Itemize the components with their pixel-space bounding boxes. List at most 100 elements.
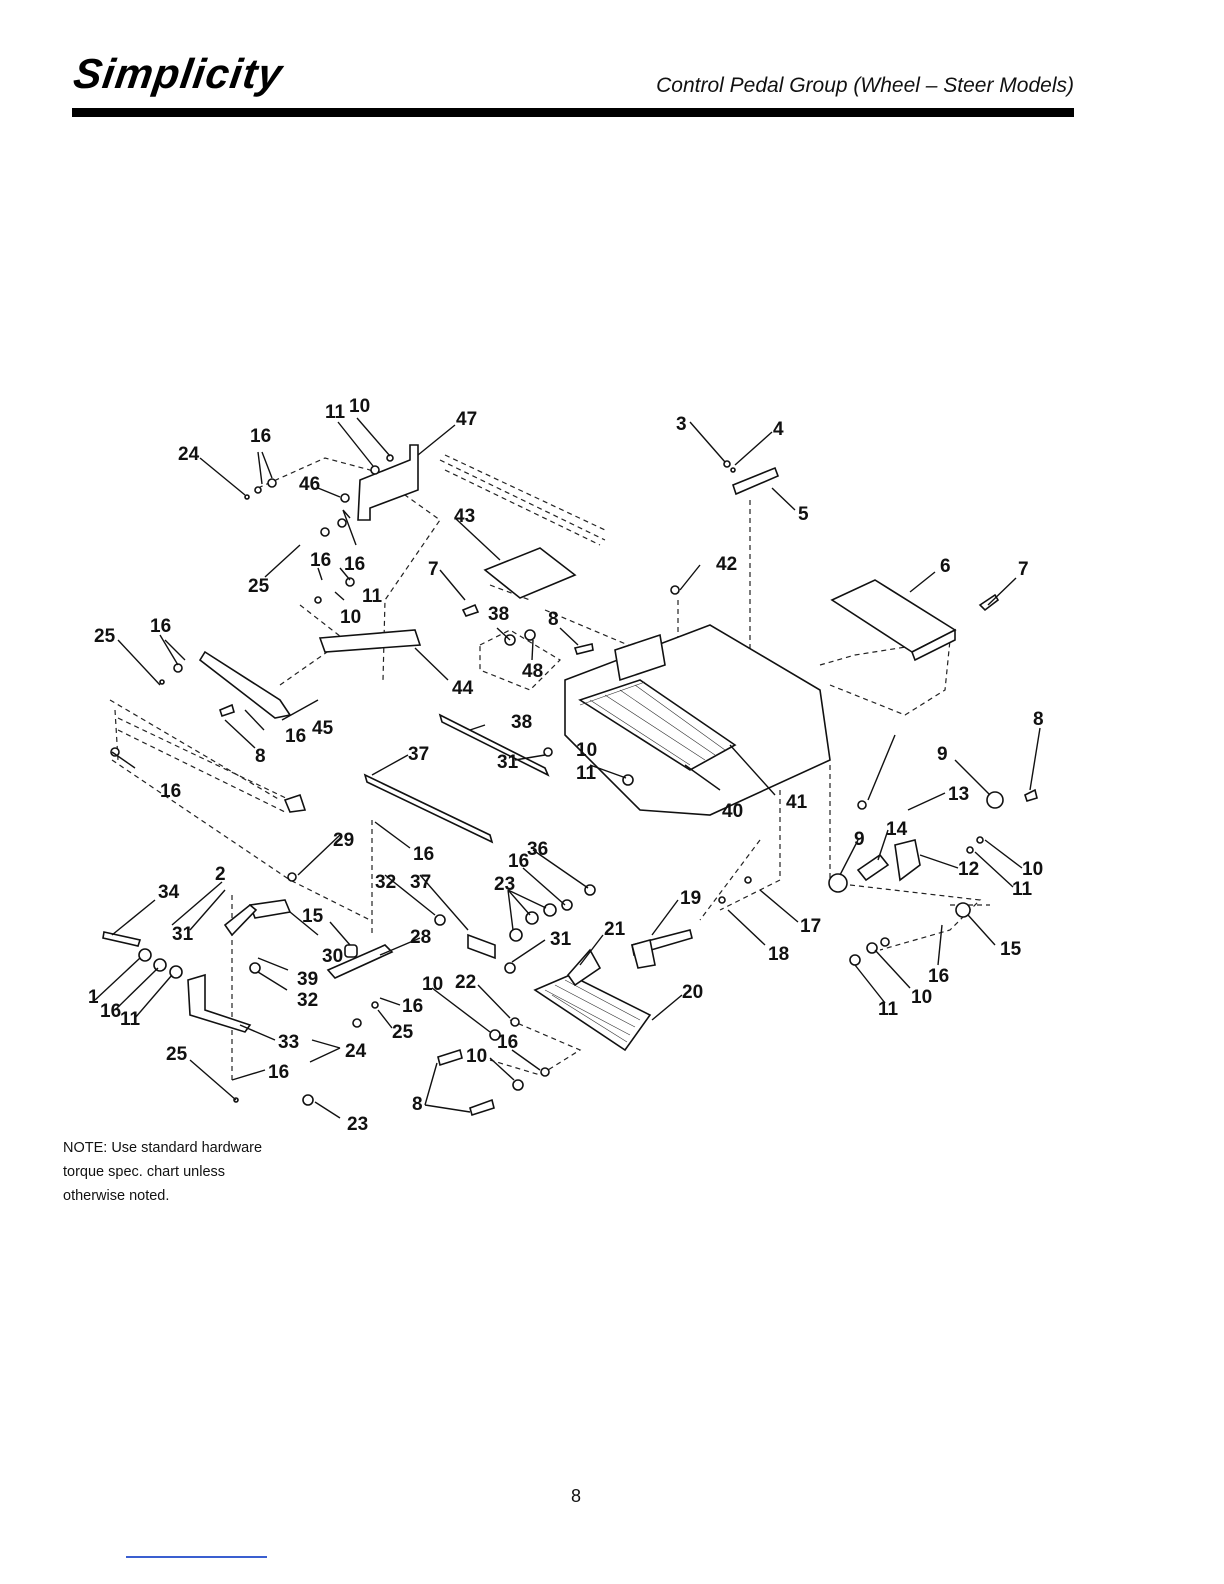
bracket-46 xyxy=(357,444,419,521)
bar-43 xyxy=(318,629,422,653)
callout: 31 xyxy=(497,752,519,773)
callout: 30 xyxy=(322,946,343,967)
callout: 9 xyxy=(937,744,948,765)
bracket-12 xyxy=(894,839,921,882)
callout: 16 xyxy=(413,844,434,865)
section-title: Control Pedal Group (Wheel – Steer Model… xyxy=(656,74,1074,97)
callout: 16 xyxy=(508,851,529,872)
callout: 14 xyxy=(886,819,908,840)
callout: 4 xyxy=(773,419,784,440)
callout: 25 xyxy=(94,626,116,647)
page-number: 8 xyxy=(570,1486,581,1506)
callout: 19 xyxy=(680,888,701,909)
callout: 34 xyxy=(158,882,180,903)
callout: 22 xyxy=(455,972,476,993)
footer-line xyxy=(126,1556,267,1558)
callout: 16 xyxy=(344,554,365,575)
plate-42 xyxy=(483,547,577,599)
parts xyxy=(102,444,1038,1117)
callout: 39 xyxy=(297,969,318,990)
callout: 2 xyxy=(215,864,226,885)
callout: 23 xyxy=(494,874,515,895)
callout: 33 xyxy=(278,1032,299,1053)
callout: 32 xyxy=(297,990,318,1011)
callout: 11 xyxy=(878,999,899,1020)
callout: 11 xyxy=(120,1009,141,1030)
callout: 10 xyxy=(911,987,932,1008)
pedal-20 xyxy=(533,974,652,1052)
callout: 16 xyxy=(285,726,306,747)
callout: 38 xyxy=(488,604,509,625)
callout: 8 xyxy=(548,609,559,630)
callout: 16 xyxy=(150,616,171,637)
callout: 18 xyxy=(768,944,789,965)
callout: 21 xyxy=(604,919,626,940)
callout: 16 xyxy=(250,426,271,447)
note-line-1: NOTE: Use standard hardware xyxy=(63,1140,263,1156)
torque-note: NOTE: Use standard hardware torque spec.… xyxy=(63,1136,303,1208)
callout: 47 xyxy=(456,409,477,430)
callout: 11 xyxy=(325,402,346,423)
callout: 16 xyxy=(160,781,181,802)
note-line-3: otherwise noted. xyxy=(63,1188,170,1204)
callout: 6 xyxy=(940,556,951,577)
callout: 20 xyxy=(682,982,703,1003)
callout: 25 xyxy=(248,576,270,597)
callout: 8 xyxy=(255,746,266,767)
callout: 16 xyxy=(310,550,331,571)
callout: 37 xyxy=(410,872,431,893)
part-9-lower xyxy=(828,873,848,893)
callout: 31 xyxy=(550,929,572,950)
callout: 31 xyxy=(172,924,194,945)
callout: 25 xyxy=(166,1044,188,1065)
bar-5 xyxy=(732,466,780,496)
bracket-32 xyxy=(187,973,252,1033)
note-line-2: torque spec. chart unless xyxy=(63,1164,226,1180)
callout: 40 xyxy=(722,801,743,822)
callout: 10 xyxy=(349,396,370,417)
callout: 29 xyxy=(333,830,354,851)
callout: 16 xyxy=(497,1032,518,1053)
callout: 10 xyxy=(1022,859,1043,880)
callout: 16 xyxy=(100,1001,121,1022)
callout: 24 xyxy=(178,444,200,465)
callout: 5 xyxy=(798,504,809,525)
mesh-39 xyxy=(578,679,737,771)
callout: 42 xyxy=(716,554,737,575)
callout: 8 xyxy=(1033,709,1044,730)
lever-44 xyxy=(198,650,292,719)
callout: 16 xyxy=(402,996,423,1017)
callout-labels: 11 10 47 16 24 46 43 16 16 25 11 10 7 38… xyxy=(88,396,1044,1135)
callout: 9 xyxy=(854,829,865,850)
callout: 15 xyxy=(1000,939,1022,960)
callout: 25 xyxy=(392,1022,414,1043)
callout: 10 xyxy=(466,1046,487,1067)
callout: 32 xyxy=(375,872,396,893)
callout: 16 xyxy=(928,966,949,987)
callout: 11 xyxy=(362,586,383,607)
callout: 16 xyxy=(268,1062,289,1083)
callout: 44 xyxy=(452,678,474,699)
rod-37 xyxy=(438,713,550,777)
callout: 43 xyxy=(454,506,475,527)
callout: 38 xyxy=(511,712,532,733)
callout: 10 xyxy=(422,974,443,995)
callout: 11 xyxy=(1012,879,1033,900)
callout: 10 xyxy=(340,607,361,628)
callout: 46 xyxy=(299,474,320,495)
callout: 23 xyxy=(347,1114,368,1135)
callout: 37 xyxy=(408,744,429,765)
callout: 28 xyxy=(410,927,431,948)
callout: 12 xyxy=(958,859,979,880)
callout: 7 xyxy=(428,559,439,580)
callout: 17 xyxy=(800,916,821,937)
part-9-upper xyxy=(986,791,1004,809)
callout: 41 xyxy=(786,792,808,813)
callout: 7 xyxy=(1018,559,1029,580)
callout: 24 xyxy=(345,1041,367,1062)
callout: 13 xyxy=(948,784,969,805)
callout: 8 xyxy=(412,1094,423,1115)
header-rule xyxy=(72,108,1074,117)
callout: 45 xyxy=(312,718,334,739)
